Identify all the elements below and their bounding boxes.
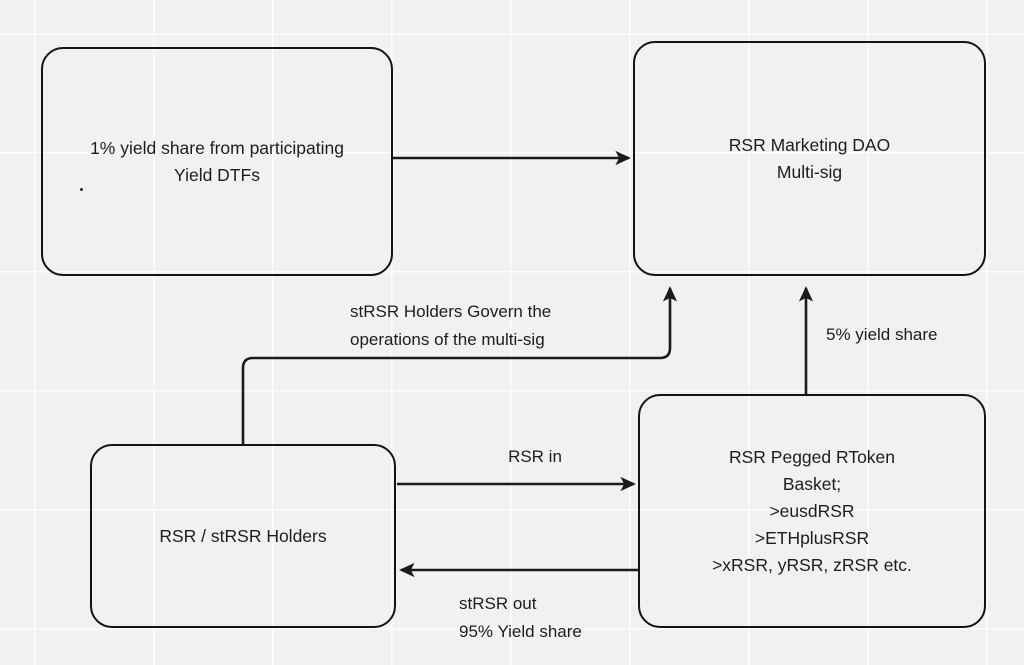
- node-rsr-pegged-rtoken-basket-label: RSR Pegged RToken Basket; >eusdRSR >ETHp…: [712, 446, 912, 575]
- node-rsr-holders-label: RSR / stRSR Holders: [159, 525, 327, 546]
- edge-label-holders-govern-multisig: stRSR Holders Govern the operations of t…: [350, 302, 552, 349]
- node-rsr-marketing-dao-label: RSR Marketing DAO Multi-sig: [728, 134, 891, 182]
- edge-label-basket-yield-to-dao: 5% yield share: [826, 325, 938, 344]
- node-rsr-pegged-rtoken-basket[interactable]: RSR Pegged RToken Basket; >eusdRSR >ETHp…: [638, 394, 986, 628]
- edge-label-basket-strsr-out: stRSR out 95% Yield share: [459, 594, 582, 641]
- edge-label-holders-rsr-in: RSR in: [508, 447, 562, 466]
- connector-holders-govern-multisig: [241, 286, 678, 444]
- node-yield-share-dtf-label: 1% yield share from participating Yield …: [90, 137, 344, 185]
- node-rsr-marketing-dao[interactable]: RSR Marketing DAO Multi-sig: [633, 41, 986, 276]
- stray-dot-mark: [80, 188, 83, 191]
- node-rsr-holders[interactable]: RSR / stRSR Holders: [90, 444, 396, 628]
- node-yield-share-dtf[interactable]: 1% yield share from participating Yield …: [41, 47, 393, 276]
